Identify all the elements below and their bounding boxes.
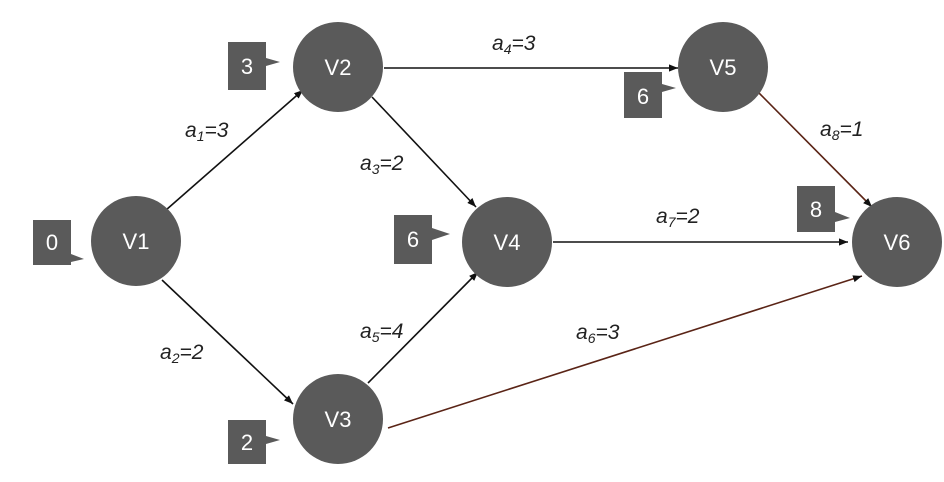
node-label-v6: V6 — [884, 230, 911, 255]
edge-v1-v2 — [165, 89, 304, 211]
edge-label-a6: a6=3 — [576, 321, 620, 346]
node-label-v1: V1 — [123, 229, 150, 254]
edge-label-a3: a3=2 — [360, 152, 404, 177]
tag-v3: 2 — [228, 420, 280, 464]
node-v2: V2 — [293, 22, 383, 112]
edge-v2-v4 — [371, 96, 477, 208]
node-label-v3: V3 — [325, 407, 352, 432]
tag-v1: 0 — [33, 220, 84, 265]
node-label-v4: V4 — [494, 230, 521, 255]
edges — [161, 64, 873, 429]
node-v5: V5 — [678, 22, 768, 112]
edge-label-a8: a8=1 — [820, 118, 863, 143]
edge-label-a4: a4=3 — [492, 32, 536, 57]
tag-value-v4: 6 — [407, 227, 419, 252]
nodes: V1 V2 V3 V4 V5 V6 — [91, 22, 942, 464]
edge-v1-v3 — [161, 279, 294, 405]
tag-v6: 8 — [797, 186, 850, 232]
edge-label-a1: a1=3 — [185, 119, 229, 144]
edge-v3-v6 — [387, 275, 863, 429]
tag-v5: 6 — [624, 72, 676, 118]
tag-value-v5: 6 — [637, 84, 649, 109]
node-v6: V6 — [852, 197, 942, 287]
node-label-v2: V2 — [325, 55, 352, 80]
node-tags: 0 3 2 6 6 8 — [33, 42, 850, 464]
edge-v3-v4 — [367, 271, 479, 384]
tag-value-v3: 2 — [241, 430, 253, 455]
tag-v2: 3 — [228, 42, 280, 90]
edge-labels: a1=3 a2=2 a3=2 a4=3 a5=4 a6=3 a7=2 a8=1 — [160, 32, 863, 366]
tag-value-v1: 0 — [46, 230, 58, 255]
node-v1: V1 — [91, 196, 181, 286]
tag-value-v2: 3 — [241, 54, 253, 79]
node-v4: V4 — [462, 197, 552, 287]
edge-v5-v6 — [757, 91, 873, 208]
tag-value-v6: 8 — [810, 197, 822, 222]
edge-label-a7: a7=2 — [656, 205, 700, 230]
node-label-v5: V5 — [710, 55, 737, 80]
tag-v4: 6 — [394, 215, 450, 264]
edge-label-a2: a2=2 — [160, 341, 204, 366]
edge-label-a5: a5=4 — [360, 320, 403, 345]
node-v3: V3 — [293, 374, 383, 464]
